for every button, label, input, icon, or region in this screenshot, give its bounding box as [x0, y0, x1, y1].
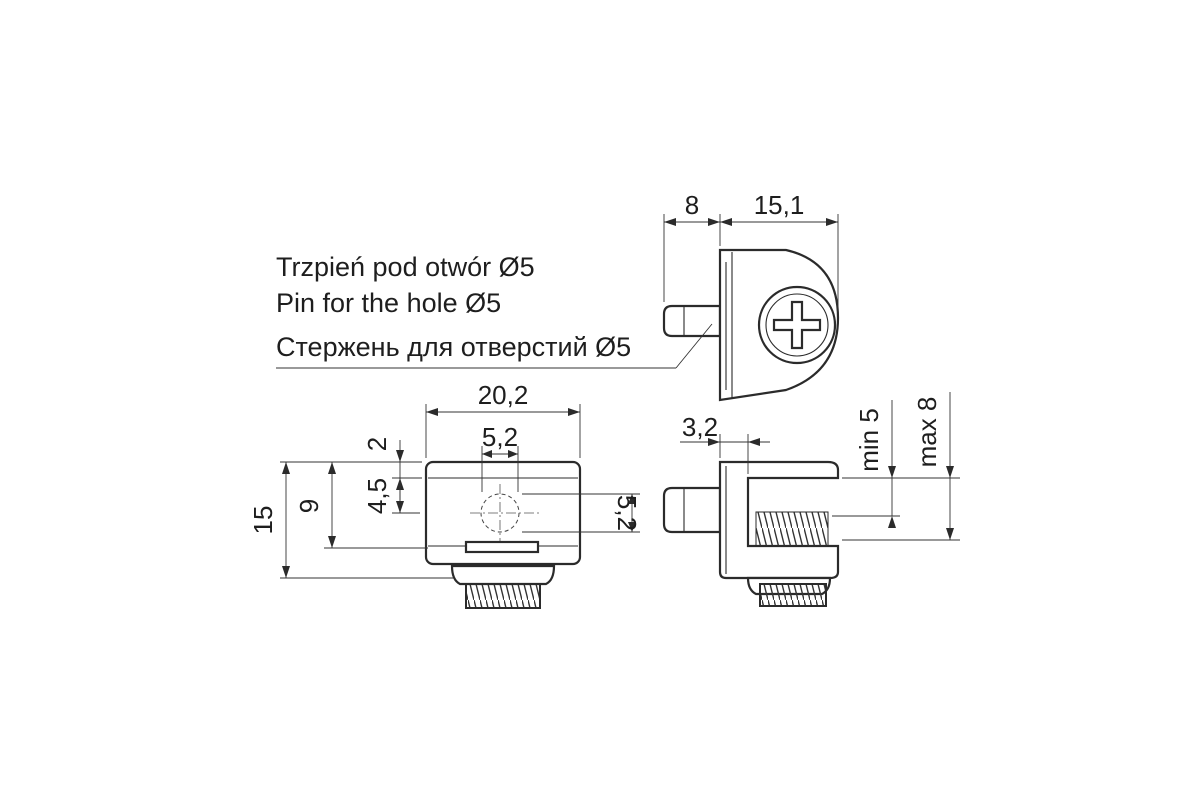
dim-body-depth: 15,1 [720, 190, 839, 312]
front-view-nut [450, 564, 556, 586]
section-view: 3,2 min 5 max 8 [662, 392, 960, 607]
front-view-plate [464, 540, 540, 554]
dim-hole-height: 5,2 [522, 493, 642, 533]
section-view-insert-thread [755, 511, 829, 547]
dim-label: 5,2 [612, 495, 642, 531]
note-line-pl: Trzpień pod otwór Ø5 [276, 252, 535, 282]
dim-label: min 5 [854, 408, 884, 472]
dim-label: 20,2 [478, 380, 529, 410]
dim-label: 9 [294, 499, 324, 513]
front-view: 20,2 5,2 2 4,5 [248, 380, 642, 609]
note-line-ru: Стержень для отверстий Ø5 [276, 332, 631, 362]
dim-inner-height: 9 [294, 462, 336, 548]
dim-hole-width: 5,2 [481, 422, 519, 492]
dim-label: 8 [685, 190, 699, 220]
dim-overall-height: 15 [248, 462, 290, 578]
dim-label: 3,2 [682, 412, 718, 442]
note-leader [675, 323, 713, 369]
dim-hole-center: 4,5 [362, 478, 404, 514]
dim-wall-thickness: 3,2 [680, 412, 770, 474]
dim-label: 2 [362, 437, 392, 451]
note-line-en: Pin for the hole Ø5 [276, 288, 501, 318]
dim-clamp-min: min 5 [854, 400, 896, 528]
section-view-stud-thread [759, 583, 827, 607]
side-view: 8 15,1 [276, 190, 840, 402]
section-view-body [718, 460, 840, 580]
dim-clamp-max: max 8 [912, 392, 954, 540]
dim-label: 4,5 [362, 478, 392, 514]
side-view-pin [662, 304, 722, 338]
dim-label: max 8 [912, 397, 942, 468]
side-view-body [718, 248, 840, 402]
dim-label: 5,2 [482, 422, 518, 452]
dim-width: 20,2 [425, 380, 581, 458]
dim-pin-length: 8 [663, 190, 721, 302]
dim-label: 15 [248, 506, 278, 535]
section-view-pin [662, 486, 722, 534]
pin-note: Trzpień pod otwór Ø5 Pin for the hole Ø5… [276, 252, 631, 362]
front-view-thread [465, 583, 541, 609]
phillips-screw-icon [757, 285, 837, 365]
dim-label: 15,1 [754, 190, 805, 220]
